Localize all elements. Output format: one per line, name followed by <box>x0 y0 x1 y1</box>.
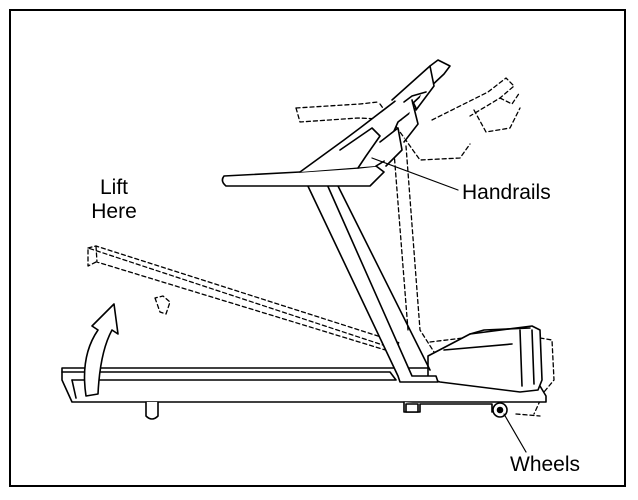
lift-label-line1: Lift <box>99 176 128 199</box>
wheels-label: Wheels <box>510 453 581 476</box>
lift-here-label: Lift Here <box>91 176 137 224</box>
uprights <box>305 181 439 383</box>
treadmill-body <box>61 325 547 420</box>
raised-deck-outline <box>87 245 401 353</box>
wheels-leader-line <box>503 413 527 453</box>
curved-lift-arrow-icon <box>83 303 119 397</box>
handrails-leader-line <box>371 157 459 191</box>
handrails-label: Handrails <box>462 181 551 204</box>
figure-frame <box>9 9 626 487</box>
handrail-console <box>221 59 451 187</box>
lift-label-line2: Here <box>91 200 137 223</box>
folded-console-outline <box>295 77 555 417</box>
